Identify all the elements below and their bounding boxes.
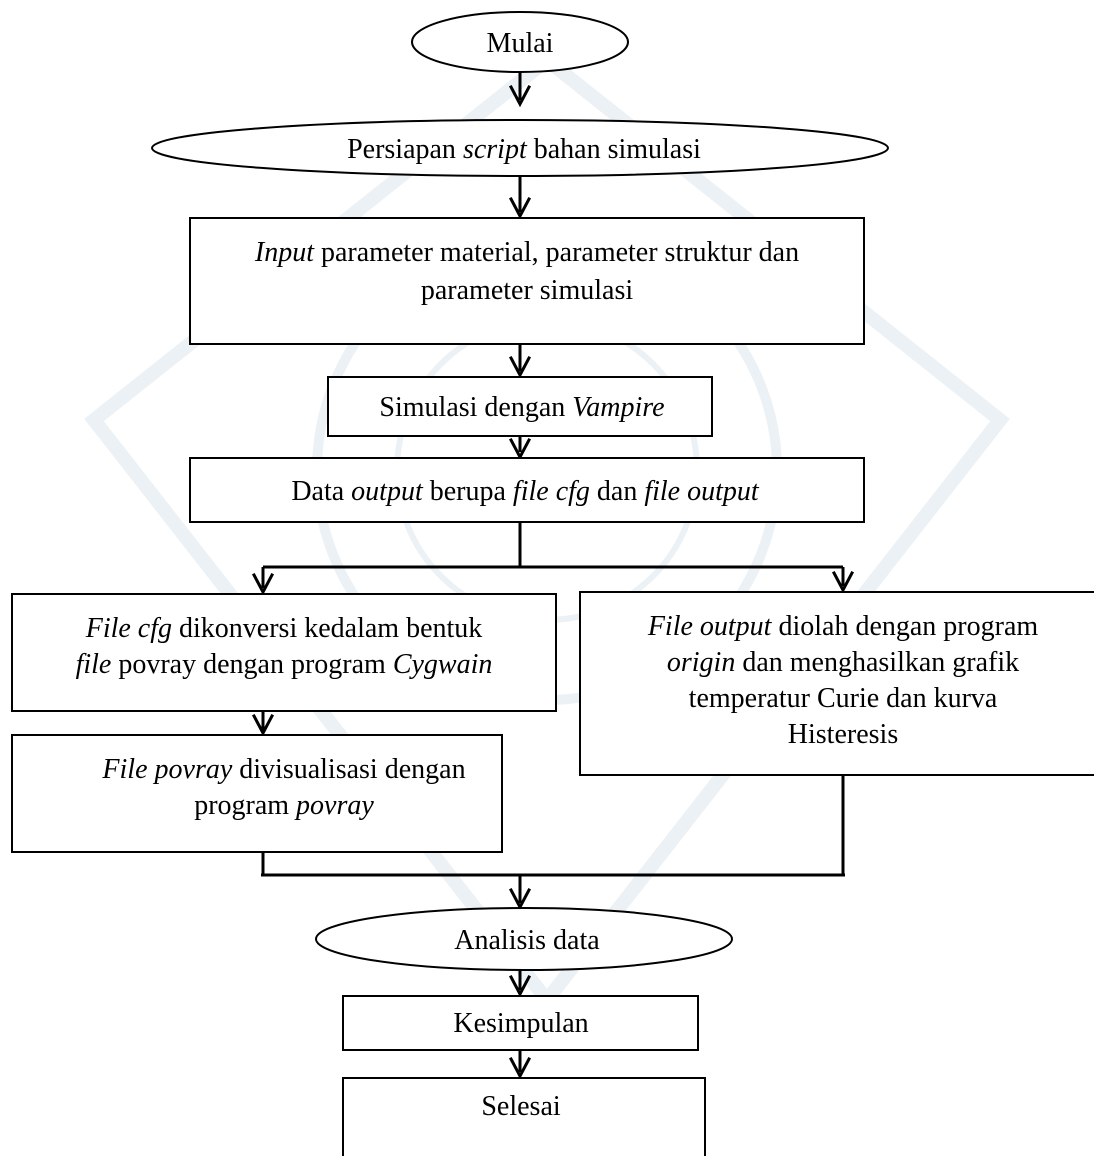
end-step: Selesai bbox=[342, 1077, 706, 1156]
label-segment: program bbox=[194, 790, 296, 821]
label-segment: file output bbox=[644, 476, 760, 507]
label-segment: Persiapan bbox=[347, 134, 463, 165]
start-terminator: Mulai bbox=[411, 11, 629, 73]
arrowhead-icon bbox=[251, 572, 275, 596]
input-label: Input parameter material, parameter stru… bbox=[254, 237, 799, 306]
convert-label: File cfg dikonversi kedalam bentuk file p… bbox=[76, 613, 493, 680]
arrowhead-icon bbox=[831, 570, 855, 594]
label-segment: temperatur Curie dan kurva bbox=[689, 683, 998, 714]
arrowhead-icon bbox=[508, 887, 532, 911]
label-segment: Vampire bbox=[572, 392, 664, 423]
label-segment: parameter simulasi bbox=[421, 275, 633, 306]
simulate-step: Simulasi dengan Vampire bbox=[327, 376, 713, 437]
label-segment: file cfg bbox=[513, 476, 590, 507]
label-segment: Simulasi dengan bbox=[379, 392, 572, 423]
input-step: Input parameter material, parameter stru… bbox=[189, 217, 865, 345]
label-segment: diolah dengan program bbox=[771, 611, 1038, 642]
label-segment: dan menghasilkan grafik bbox=[735, 647, 1019, 678]
arrowhead-icon bbox=[251, 713, 275, 737]
output-label: Data output berupa file cfg dan file out… bbox=[291, 476, 760, 507]
analysis-label: Analisis data bbox=[454, 925, 600, 956]
label-segment: povray bbox=[294, 790, 374, 821]
label-segment: parameter material, parameter struktur d… bbox=[314, 237, 799, 268]
label-segment: dikonversi kedalam bentuk bbox=[172, 613, 482, 644]
label-segment: File cfg bbox=[85, 613, 172, 644]
watermark-seal bbox=[84, 51, 1010, 1012]
prep-label: Persiapan script bahan simulasi bbox=[347, 134, 701, 165]
arrowhead-icon bbox=[508, 355, 532, 379]
label-segment: dan bbox=[590, 476, 644, 507]
label-segment: povray dengan program bbox=[111, 649, 392, 680]
label-segment: divisualisasi dengan bbox=[232, 754, 465, 785]
output-step: Data output berupa file cfg dan file out… bbox=[189, 457, 865, 523]
conclusion-label: Kesimpulan bbox=[453, 1008, 588, 1039]
label-segment: script bbox=[463, 134, 528, 165]
label-segment: File output bbox=[647, 611, 773, 642]
connectors bbox=[251, 72, 855, 1080]
label-segment: origin bbox=[667, 647, 735, 678]
label-segment: berupa bbox=[423, 476, 513, 507]
convert-step: File cfg dikonversi kedalam bentuk file p… bbox=[11, 593, 557, 712]
prep-step: Persiapan script bahan simulasi bbox=[151, 119, 889, 177]
conclusion-step: Kesimpulan bbox=[342, 995, 699, 1051]
end-label: Selesai bbox=[481, 1091, 561, 1122]
label-segment: Data bbox=[291, 476, 351, 507]
label-segment: output bbox=[351, 476, 424, 507]
arrowhead-icon bbox=[508, 974, 532, 998]
analysis-step: Analisis data bbox=[315, 907, 733, 971]
label-segment: Cygwain bbox=[393, 649, 493, 680]
arrowhead-icon bbox=[508, 84, 532, 108]
label-segment: bahan simulasi bbox=[527, 134, 701, 165]
simulate-label: Simulasi dengan Vampire bbox=[379, 392, 664, 423]
label-segment: Histeresis bbox=[788, 719, 898, 750]
start-label: Mulai bbox=[487, 28, 554, 59]
label-segment: Input bbox=[254, 237, 315, 268]
label-segment: File povray bbox=[101, 754, 232, 785]
arrowhead-icon bbox=[508, 196, 532, 220]
arrowhead-icon bbox=[508, 1056, 532, 1080]
label-segment: file bbox=[76, 649, 112, 680]
